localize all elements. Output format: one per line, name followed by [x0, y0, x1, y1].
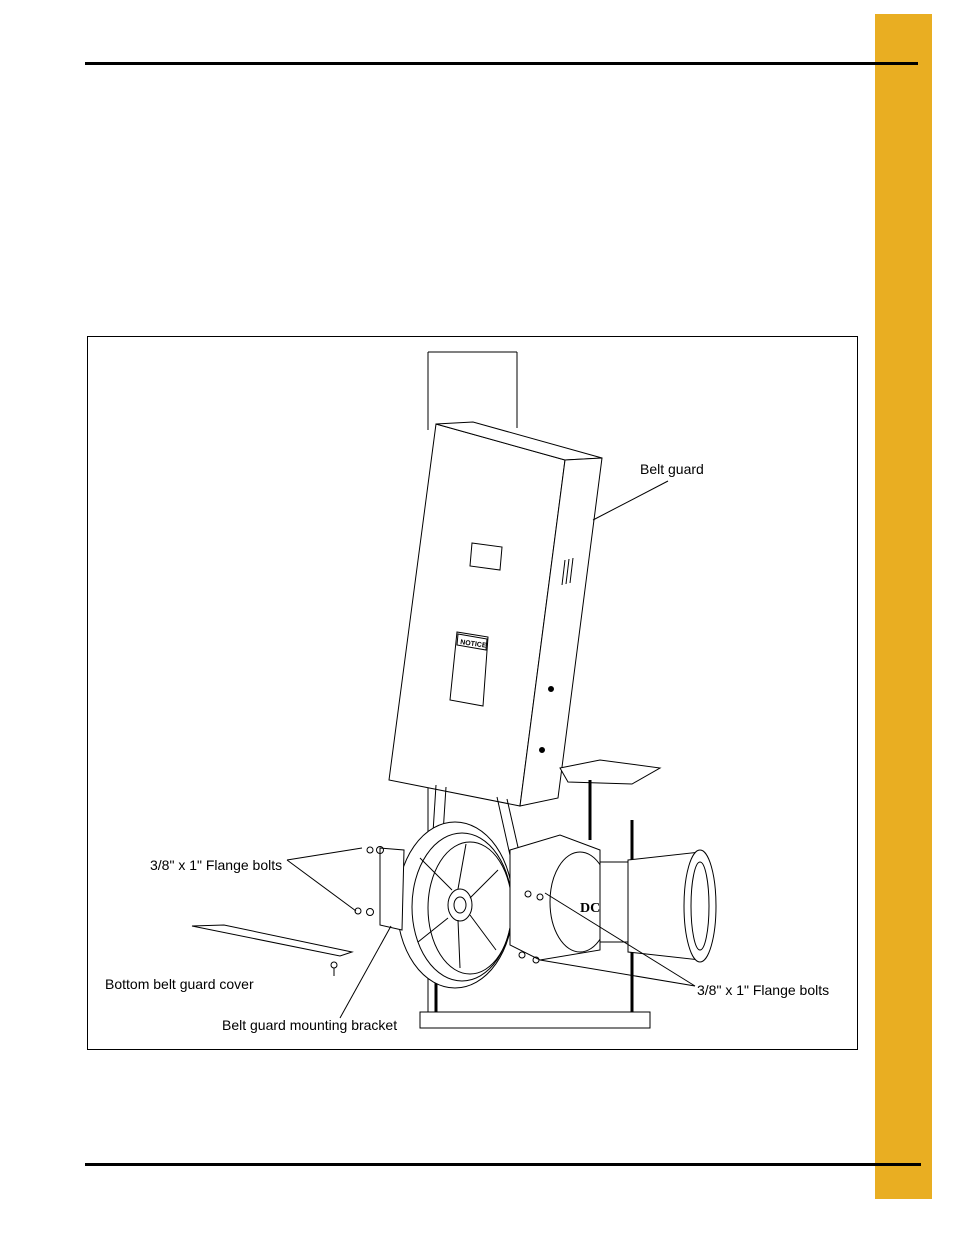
mounting-bracket	[379, 847, 405, 931]
header-rule	[85, 62, 918, 65]
bottom-belt-guard-cover-label: Bottom belt guard cover	[105, 976, 254, 992]
section-side-tab	[875, 14, 932, 1199]
notice-decal-text: NOTICE	[460, 639, 487, 650]
belt-guard-housing	[388, 421, 603, 807]
base-plate	[419, 1011, 651, 1029]
flanged-outlet	[627, 849, 717, 963]
flange-bolts-right-label: 3/8" x 1" Flange bolts	[697, 982, 830, 998]
bolts-right	[518, 890, 544, 964]
notice-decal	[449, 631, 489, 707]
belt-guard-label: Belt guard	[640, 461, 704, 477]
large-pulley	[396, 821, 514, 989]
bottom-cover	[191, 924, 354, 957]
bolts-left	[330, 846, 384, 976]
leader-lines	[286, 480, 696, 1019]
flange-bolts-left-label: 3/8" x 1" Flange bolts	[150, 857, 283, 873]
belt-guard-mounting-bracket-label: Belt guard mounting bracket	[222, 1017, 398, 1033]
figure-frame	[87, 336, 858, 1050]
gearbox	[509, 834, 629, 961]
motor-label-text: DC	[580, 901, 600, 916]
footer-rule	[85, 1163, 921, 1166]
